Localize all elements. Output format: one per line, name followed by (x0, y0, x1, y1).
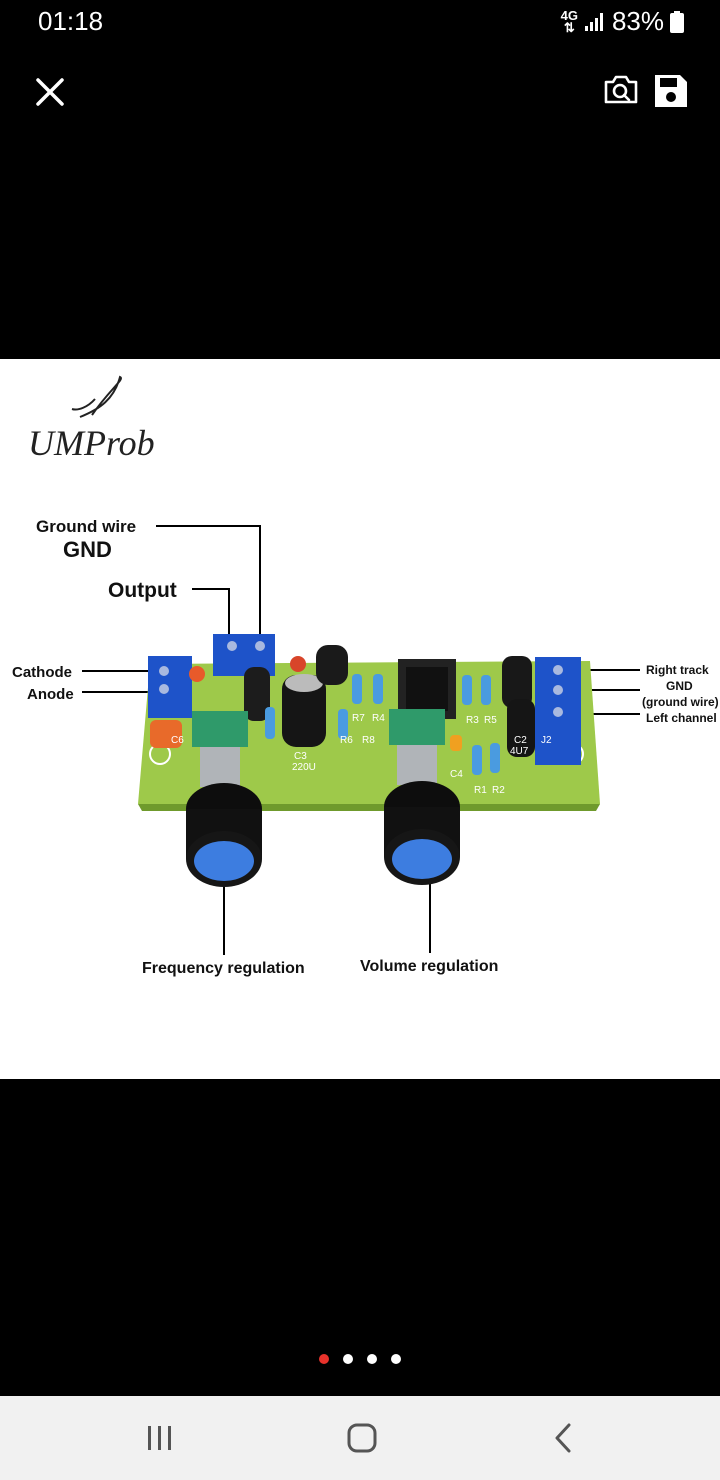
status-indicators: 4G ⇅ 83% (561, 6, 684, 37)
label-output: Output (108, 579, 177, 602)
lens-button[interactable] (602, 72, 640, 108)
product-image-viewer[interactable]: UMProb (0, 359, 720, 1079)
svg-text:J2: J2 (541, 735, 552, 746)
brand-text: UMProb (28, 423, 155, 463)
label-gnd: GND (63, 537, 112, 562)
recents-icon (148, 1426, 171, 1450)
svg-text:R5: R5 (484, 715, 497, 726)
signal-icon (584, 12, 603, 31)
battery-icon (670, 10, 684, 33)
svg-text:220U: 220U (292, 762, 316, 773)
navigation-bar (0, 1396, 720, 1480)
lens-camera-icon (604, 75, 638, 104)
svg-text:R3: R3 (466, 715, 479, 726)
label-frequency-regulation: Frequency regulation (142, 960, 305, 977)
svg-text:R4: R4 (372, 713, 385, 724)
pager-dot[interactable] (391, 1354, 401, 1364)
home-icon (347, 1423, 377, 1453)
label-anode: Anode (27, 686, 74, 703)
pcb-board: C3 220U R7 R4 R8 R6 R3 R5 R1 R2 C2 4U7 C… (138, 634, 600, 887)
image-pager (0, 1354, 720, 1364)
svg-text:C6: C6 (171, 735, 184, 746)
svg-text:R1: R1 (474, 785, 487, 796)
close-icon (36, 78, 64, 106)
home-button[interactable] (332, 1418, 392, 1458)
pager-dot[interactable] (343, 1354, 353, 1364)
network-icon: 4G ⇅ (560, 7, 578, 35)
battery-percent: 83% (611, 6, 664, 36)
pager-dot[interactable] (367, 1354, 377, 1364)
svg-text:4U7: 4U7 (510, 746, 529, 757)
back-button[interactable] (534, 1418, 594, 1458)
recents-button[interactable] (130, 1418, 190, 1458)
svg-text:R6: R6 (340, 735, 353, 746)
close-button[interactable] (30, 72, 70, 112)
product-image: UMProb (12, 375, 719, 977)
svg-text:R7: R7 (352, 713, 365, 724)
back-icon (555, 1423, 571, 1453)
svg-text:C2: C2 (514, 735, 527, 746)
label-ground-wire-paren: (ground wire) (642, 695, 719, 709)
label-gnd-right: GND (666, 679, 693, 693)
label-left-channel: Left channel (646, 711, 717, 725)
label-volume-regulation: Volume regulation (360, 958, 498, 975)
svg-text:R8: R8 (362, 735, 375, 746)
save-icon (655, 75, 687, 107)
brand-logo: UMProb (28, 375, 155, 463)
label-right-track: Right track (646, 663, 709, 677)
pager-dot[interactable] (319, 1354, 329, 1364)
status-time: 01:18 (38, 6, 104, 36)
svg-text:C4: C4 (450, 769, 463, 780)
label-cathode: Cathode (12, 664, 72, 681)
label-ground-wire: Ground wire (36, 517, 136, 536)
svg-text:C3: C3 (294, 751, 307, 762)
svg-text:R2: R2 (492, 785, 505, 796)
save-button[interactable] (652, 72, 690, 110)
status-bar: 01:18 4G ⇅ 83% (0, 0, 720, 44)
